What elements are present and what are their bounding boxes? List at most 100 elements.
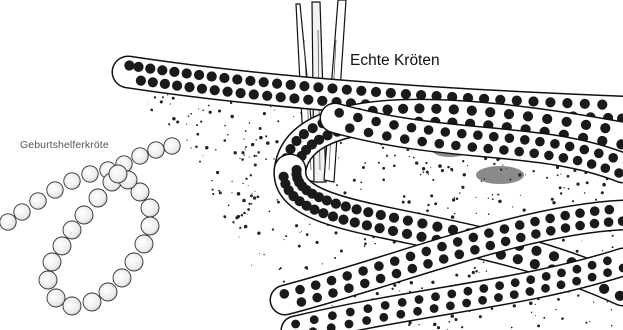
egg-dot [430,304,439,313]
egg-dot [588,261,597,270]
egg-dot [386,88,396,98]
egg-dot [396,310,405,319]
egg-dot [389,120,399,130]
egg-dot [515,220,525,230]
egg-dot [432,222,442,232]
egg-dot [565,142,575,152]
egg-dot [194,70,204,80]
egg-dot [286,80,296,90]
egg-dot [423,259,433,269]
egg-dot [573,156,583,166]
egg-dot [512,96,522,106]
egg-dot [363,207,373,217]
egg-dot [550,139,560,149]
egg-dot [494,293,503,302]
egg-dot [414,103,424,113]
egg-dot [435,139,445,149]
egg-dot [232,74,242,84]
egg-dot [184,82,194,92]
egg-dot [424,125,434,135]
egg-dot [291,136,301,146]
midwife-toad-label: Geburtshelferkröte [20,139,109,151]
egg-dot [352,204,362,214]
egg-dot [439,254,449,264]
egg-dot [328,211,338,221]
egg-dot [338,215,348,225]
egg-dot [157,65,167,75]
egg-dot [590,219,600,229]
egg-dot [312,293,322,303]
egg-dot [371,117,381,127]
egg-dot [605,205,615,215]
egg-dot [530,217,540,227]
egg-dot [289,93,299,103]
egg-dot [603,256,612,265]
egg-dot [285,144,295,154]
bead-egg [148,142,164,158]
egg-dot [587,159,597,169]
egg-dot [145,64,155,74]
egg-dot [572,277,581,286]
egg-dot [453,237,463,247]
egg-dot [446,301,455,310]
egg-dot [344,283,354,293]
egg-dot [580,145,590,155]
egg-dot [581,120,591,130]
egg-dot [318,208,328,218]
bead-egg [47,182,63,198]
egg-dot [327,276,337,286]
egg-dot [484,228,494,238]
egg-dot [400,134,410,144]
egg-dot [599,284,609,294]
egg-dot [560,211,570,221]
egg-dot [473,130,483,140]
egg-dot [526,287,535,296]
egg-dot [417,137,427,147]
egg-dot [468,142,478,152]
egg-dot [528,96,538,106]
egg-dot [559,153,569,163]
bead-egg [113,269,131,287]
egg-dot [531,229,541,239]
egg-dot [389,213,399,223]
egg-dot [542,272,551,281]
egg-dot [398,298,407,307]
egg-dot [546,226,556,236]
egg-dot [575,208,585,218]
egg-dot [381,301,390,310]
egg-dot [219,73,229,83]
egg-dot [535,137,545,147]
egg-dot [375,223,385,233]
egg-dot [403,216,413,226]
egg-dot [513,254,523,264]
egg-dot [328,311,337,320]
egg-dot [309,205,319,215]
egg-dot [575,221,585,231]
egg-dot [422,247,432,257]
egg-dot [249,89,259,99]
egg-dot [245,76,255,86]
egg-dot [520,135,530,145]
egg-dot [376,210,386,220]
egg-dot [462,299,471,308]
egg-dot [172,81,182,91]
egg-dot [236,88,246,98]
bead-egg [63,221,81,239]
egg-dot [529,149,539,159]
egg-dot [590,206,600,216]
egg-dot [376,274,386,284]
egg-dot [322,195,332,205]
egg-dot [406,251,416,261]
egg-dot [374,261,384,271]
egg-dot [545,214,555,224]
egg-dot [447,290,456,299]
egg-dot [223,87,233,97]
egg-dot [262,91,272,101]
egg-dot [124,60,134,70]
egg-dot [601,163,611,173]
bead-egg [63,297,81,315]
egg-dot [483,144,493,154]
egg-dot [408,264,418,274]
egg-dot [311,280,321,290]
